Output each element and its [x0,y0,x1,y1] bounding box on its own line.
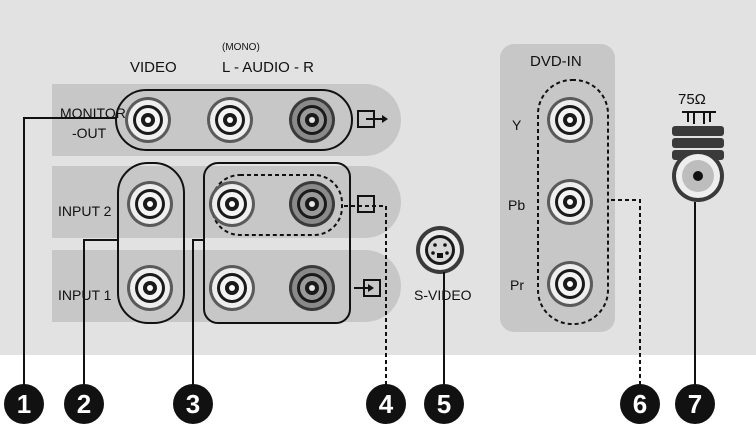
antenna-75-ohm-connector [672,126,724,202]
input1-audio-r-jack [289,265,335,311]
video-header: VIDEO [130,59,177,76]
pb-label: Pb [508,197,525,213]
input2-audio-l-jack [209,181,255,227]
output-arrow-icon [357,110,388,128]
callout-number-2: 2 [77,389,91,419]
input1-audio-l-jack [209,265,255,311]
dvd-y-jack [547,97,593,143]
dvd-in-dashed-outline [537,79,609,325]
audio-input-outline [203,162,351,324]
pr-label: Pr [510,277,524,293]
callout-badge-3: 3 [173,384,213,424]
dvd-pr-jack [547,261,593,307]
dvd-in-header: DVD-IN [530,53,582,70]
audio-header: L - AUDIO - R [222,59,314,76]
input2-audio-dashed-outline [211,174,343,236]
dvd-pb-jack [547,179,593,225]
antenna-icon [682,111,716,124]
monitor-out-label-2: -OUT [72,125,107,141]
monitor-out-audio-l-jack [207,97,253,143]
callout-badge-6: 6 [620,384,660,424]
ohm-label: 75Ω [678,91,706,108]
input2-label: INPUT 2 [58,203,112,219]
input1-input-icon [354,279,381,297]
input2-audio-r-jack [289,181,335,227]
callout-number-5: 5 [437,389,451,419]
callout-badge-1: 1 [4,384,44,424]
y-label: Y [512,117,522,133]
callout-badge-4: 4 [366,384,406,424]
callout-badge-5: 5 [424,384,464,424]
input1-video-jack [127,265,173,311]
svideo-jack [416,226,464,274]
monitor-out-audio-r-jack [289,97,335,143]
callout-number-3: 3 [186,389,200,419]
svideo-label: S-VIDEO [414,287,472,303]
monitor-out-video-jack [125,97,171,143]
monitor-out-outline [115,89,353,151]
callout-number-1: 1 [17,389,31,419]
video-input-outline [117,162,185,324]
callout-badge-2: 2 [64,384,104,424]
input2-input-icon [357,195,375,213]
input2-video-jack [127,181,173,227]
callout-number-7: 7 [688,389,702,419]
callout-badge-7: 7 [675,384,715,424]
mono-label: (MONO) [222,42,260,53]
leader-lines [23,117,696,392]
callout-number-4: 4 [379,389,394,419]
callout-number-6: 6 [633,389,647,419]
